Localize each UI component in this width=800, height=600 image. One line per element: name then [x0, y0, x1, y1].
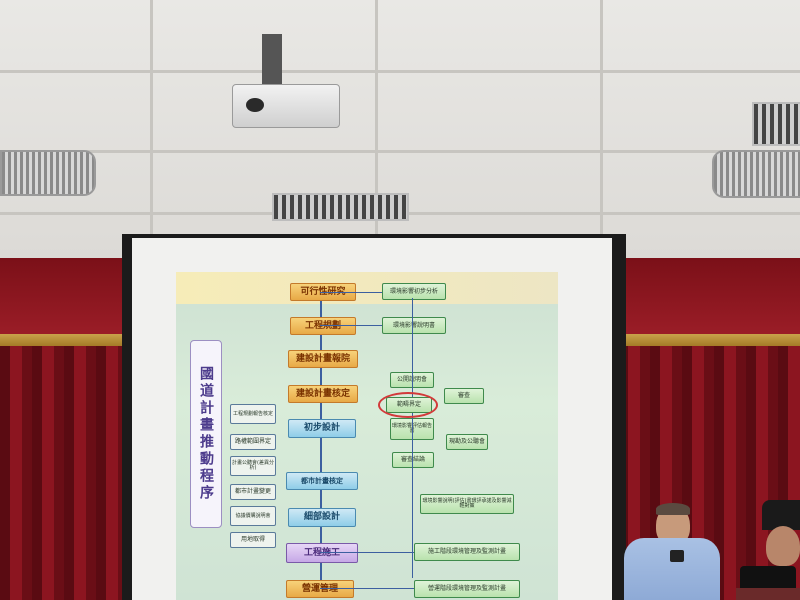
- step-operation: 營運管理: [286, 580, 354, 598]
- camera-operator-face: [766, 526, 800, 566]
- left-step-5: 協議價購說明會: [230, 506, 276, 526]
- right-step-1: 環境影響初步分析: [382, 283, 446, 300]
- right-step-9: 施工階段環境管理及監測計畫: [414, 543, 520, 561]
- left-step-1: 工程規劃報告核定: [230, 404, 276, 424]
- projector-lens: [246, 98, 264, 112]
- step-report: 建設計畫報院: [288, 350, 358, 368]
- step-preliminary-design: 初步設計: [288, 419, 356, 438]
- presenter-hair: [656, 503, 690, 515]
- left-valance: [0, 258, 132, 336]
- right-air-vent: [712, 150, 800, 198]
- left-step-3: 計畫公聽會(差異分析): [230, 456, 276, 476]
- highlight-ring: [378, 392, 438, 418]
- step-planning: 工程規劃: [290, 317, 356, 335]
- right-step-8: 環境影響說明(評估)書環評承諾及影響減輕對策: [420, 494, 514, 514]
- slide-header-band: [176, 272, 558, 304]
- right-step-2: 環境影響說明書: [382, 317, 446, 334]
- step-urban-plan: 都市計畫核定: [286, 472, 358, 490]
- right-step-6: 現勘及公聽會: [446, 434, 488, 450]
- projector-mount: [262, 34, 282, 84]
- step-approval: 建設計畫核定: [288, 385, 358, 403]
- ceiling-light-right: [752, 102, 800, 146]
- camera-operator-body: [736, 588, 800, 600]
- left-gold-trim: [0, 334, 132, 346]
- ceiling-light-center: [272, 193, 409, 221]
- left-air-vent: [0, 150, 96, 196]
- left-step-4: 都市計畫變更: [230, 484, 276, 500]
- left-curtain: [0, 346, 132, 600]
- presenter-shirt: [624, 538, 720, 600]
- right-gold-trim: [618, 334, 800, 346]
- step-construction: 工程施工: [286, 543, 358, 563]
- left-step-6: 用地取得: [230, 532, 276, 548]
- left-step-2: 路權範圍界定: [230, 434, 276, 450]
- ceiling: [0, 0, 800, 262]
- right-step-7: 審查結論: [392, 452, 434, 468]
- right-valance: [618, 258, 800, 336]
- slide-title: 國道計畫推動程序: [190, 340, 222, 528]
- right-step-10: 營運階段環境管理及監測計畫: [414, 580, 520, 598]
- step-detail-design: 細部設計: [288, 508, 356, 527]
- phone-icon: [670, 550, 684, 562]
- right-step-4: 審查: [444, 388, 484, 404]
- camera-operator-cap: [762, 500, 800, 530]
